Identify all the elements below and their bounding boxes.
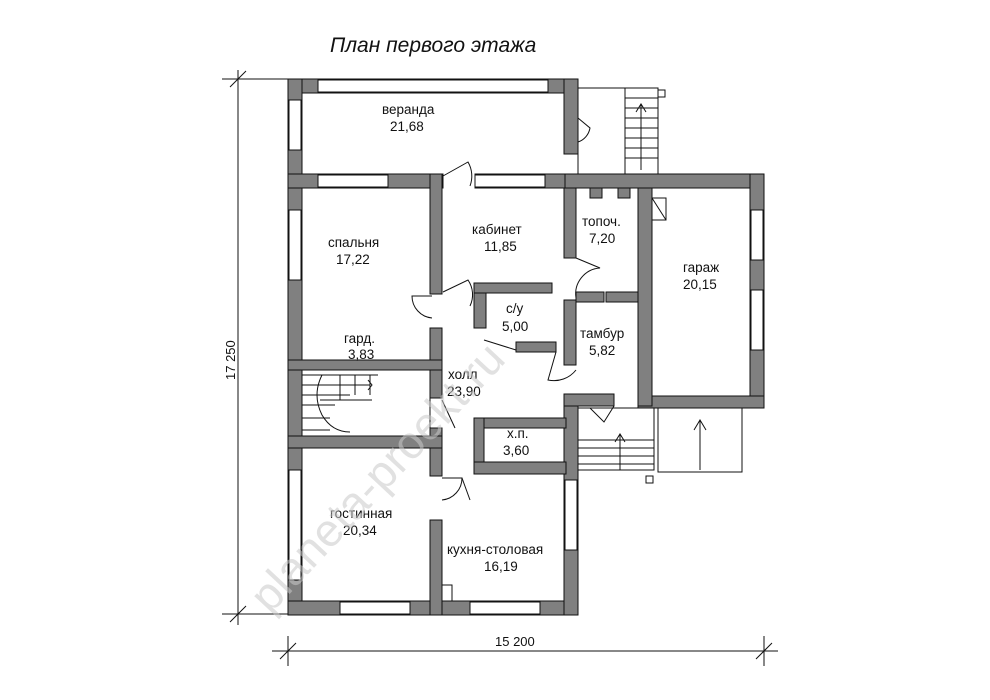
room-name: кухня-столовая — [447, 542, 543, 557]
windows — [288, 79, 764, 615]
room-name: с/у — [506, 301, 524, 316]
room-name: кабинет — [472, 222, 522, 237]
room-boiler: топоч. 7,20 — [582, 214, 621, 246]
room-area: 3,83 — [348, 347, 374, 362]
room-wc: с/у 5,00 — [502, 301, 528, 334]
entrance-steps — [577, 407, 655, 484]
room-area: 5,00 — [502, 319, 528, 334]
room-bedroom: спальня 17,22 — [328, 235, 379, 267]
room-kitchen: кухня-столовая 16,19 — [447, 542, 543, 574]
room-office: кабинет 11,85 — [472, 222, 522, 254]
room-area: 16,19 — [484, 559, 518, 574]
width-dimension-label: 15 200 — [495, 634, 535, 649]
room-name: х.п. — [507, 426, 529, 441]
room-name: гард. — [344, 331, 375, 346]
room-living: гостинная 20,34 — [330, 506, 392, 538]
room-area: 20,15 — [683, 277, 717, 292]
room-name: гараж — [683, 260, 719, 275]
room-wardrobe: гард. 3,83 — [344, 331, 375, 362]
room-area: 20,34 — [343, 523, 377, 538]
room-garage: гараж 20,15 — [683, 260, 719, 292]
boiler-fixture — [651, 197, 667, 221]
room-area: 21,68 — [390, 119, 424, 134]
room-veranda: веранда 21,68 — [382, 102, 435, 134]
doors — [411, 117, 615, 501]
room-hall: холл 23,90 — [447, 367, 481, 399]
garage-driveway — [657, 407, 743, 473]
kitchen-fixture — [441, 584, 453, 602]
room-vestibule: тамбур 5,82 — [580, 326, 624, 358]
room-name: гостинная — [330, 506, 392, 521]
room-name: спальня — [328, 235, 379, 250]
room-name: топоч. — [582, 214, 621, 229]
room-area: 3,60 — [503, 443, 529, 458]
veranda-steps — [577, 87, 666, 175]
room-area: 17,22 — [336, 252, 370, 267]
room-name: веранда — [382, 102, 435, 117]
room-pantry: х.п. 3,60 — [503, 426, 529, 458]
plan-title: План первого этажа — [330, 34, 536, 57]
height-dimension: 17 250 — [222, 70, 290, 625]
interior-stairs — [301, 369, 431, 437]
height-dimension-label: 17 250 — [223, 340, 238, 380]
room-area: 11,85 — [484, 239, 517, 254]
room-area: 23,90 — [447, 384, 481, 399]
room-name: тамбур — [580, 326, 624, 341]
width-dimension: 15 200 — [272, 634, 778, 666]
room-name: холл — [448, 367, 478, 382]
room-area: 7,20 — [589, 231, 615, 246]
room-area: 5,82 — [589, 343, 615, 358]
